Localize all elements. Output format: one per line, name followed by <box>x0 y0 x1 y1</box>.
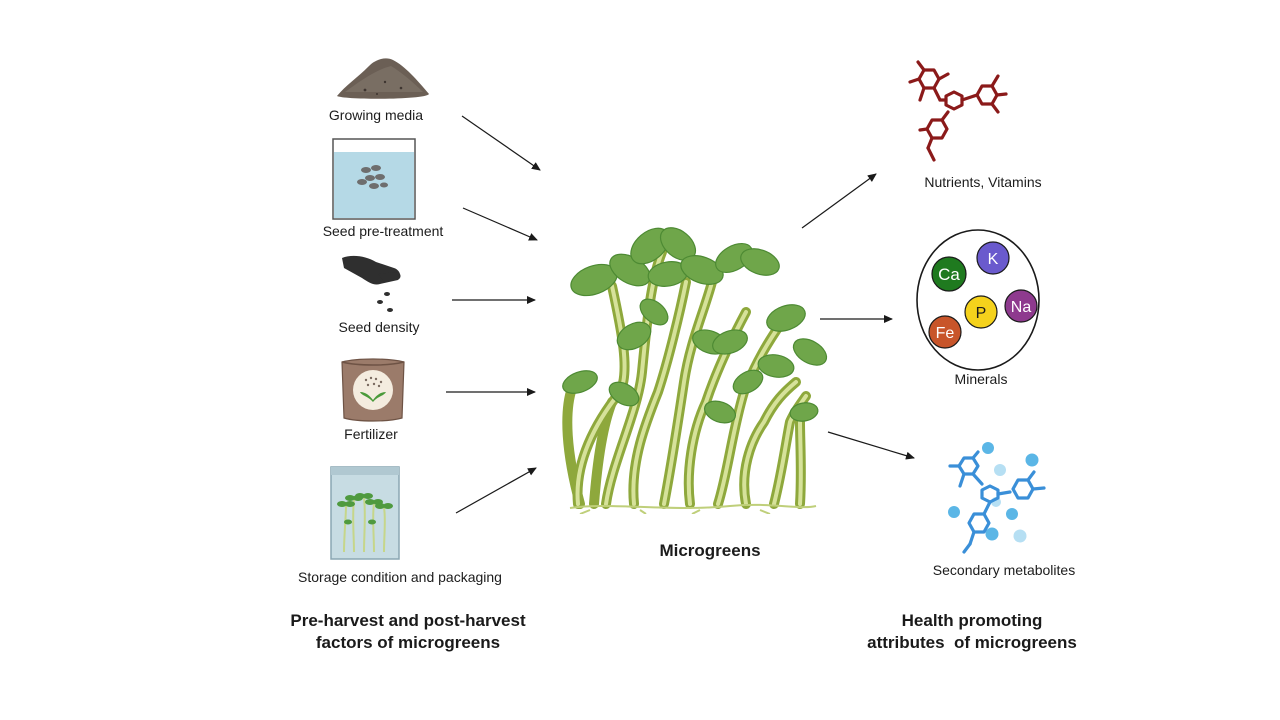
arrow-growing-media <box>461 115 541 171</box>
right-heading: Health promoting attributes of microgree… <box>867 610 1077 654</box>
arrow-storage <box>455 467 537 514</box>
minerals-circle-icon: Ca K P Na Fe <box>916 229 1040 371</box>
mineral-k: K <box>976 241 1010 275</box>
factor-label-fertilizer: Fertilizer <box>344 426 398 442</box>
right-heading-line-2: attributes of microgreens <box>867 633 1077 652</box>
mineral-ca: Ca <box>931 256 967 292</box>
mineral-p: P <box>964 295 998 329</box>
arrow-seed-pretreatment <box>462 207 538 241</box>
seeds-in-water-icon <box>332 138 416 220</box>
svg-text:K: K <box>988 251 999 268</box>
attribute-label-minerals: Minerals <box>954 371 1008 387</box>
factor-label-growing-media: Growing media <box>328 107 424 123</box>
mineral-fe: Fe <box>928 315 962 349</box>
svg-text:Na: Na <box>1011 299 1032 316</box>
mineral-na: Na <box>1004 289 1038 323</box>
arrow-nutrients <box>801 173 877 229</box>
hand-sowing-seeds-icon <box>342 255 401 312</box>
factor-label-seed-density: Seed density <box>338 319 420 335</box>
arrow-metabolites <box>827 431 915 460</box>
right-heading-line-1: Health promoting <box>901 611 1043 630</box>
factor-label-seed-pretreatment: Seed pre-treatment <box>322 223 444 239</box>
attribute-label-metabolites: Secondary metabolites <box>932 562 1076 578</box>
metabolite-molecules-icon <box>948 442 1046 554</box>
center-label-microgreens: Microgreens <box>659 541 761 560</box>
attribute-label-nutrients: Nutrients, Vitamins <box>924 174 1042 190</box>
soil-pile-icon <box>337 58 429 99</box>
factor-label-storage: Storage condition and packaging <box>298 569 502 585</box>
left-heading-line-2: factors of microgreens <box>315 633 501 652</box>
left-heading-line-1: Pre-harvest and post-harvest <box>290 611 526 630</box>
svg-text:Fe: Fe <box>936 325 955 342</box>
fertilizer-bag-icon <box>341 358 405 422</box>
left-heading: Pre-harvest and post-harvest factors of … <box>290 610 525 654</box>
packaged-microgreens-icon <box>330 466 400 560</box>
microgreens-illustration <box>562 227 828 514</box>
svg-text:P: P <box>976 305 987 322</box>
molecule-structure-icon <box>908 60 1008 162</box>
svg-text:Ca: Ca <box>938 265 960 284</box>
